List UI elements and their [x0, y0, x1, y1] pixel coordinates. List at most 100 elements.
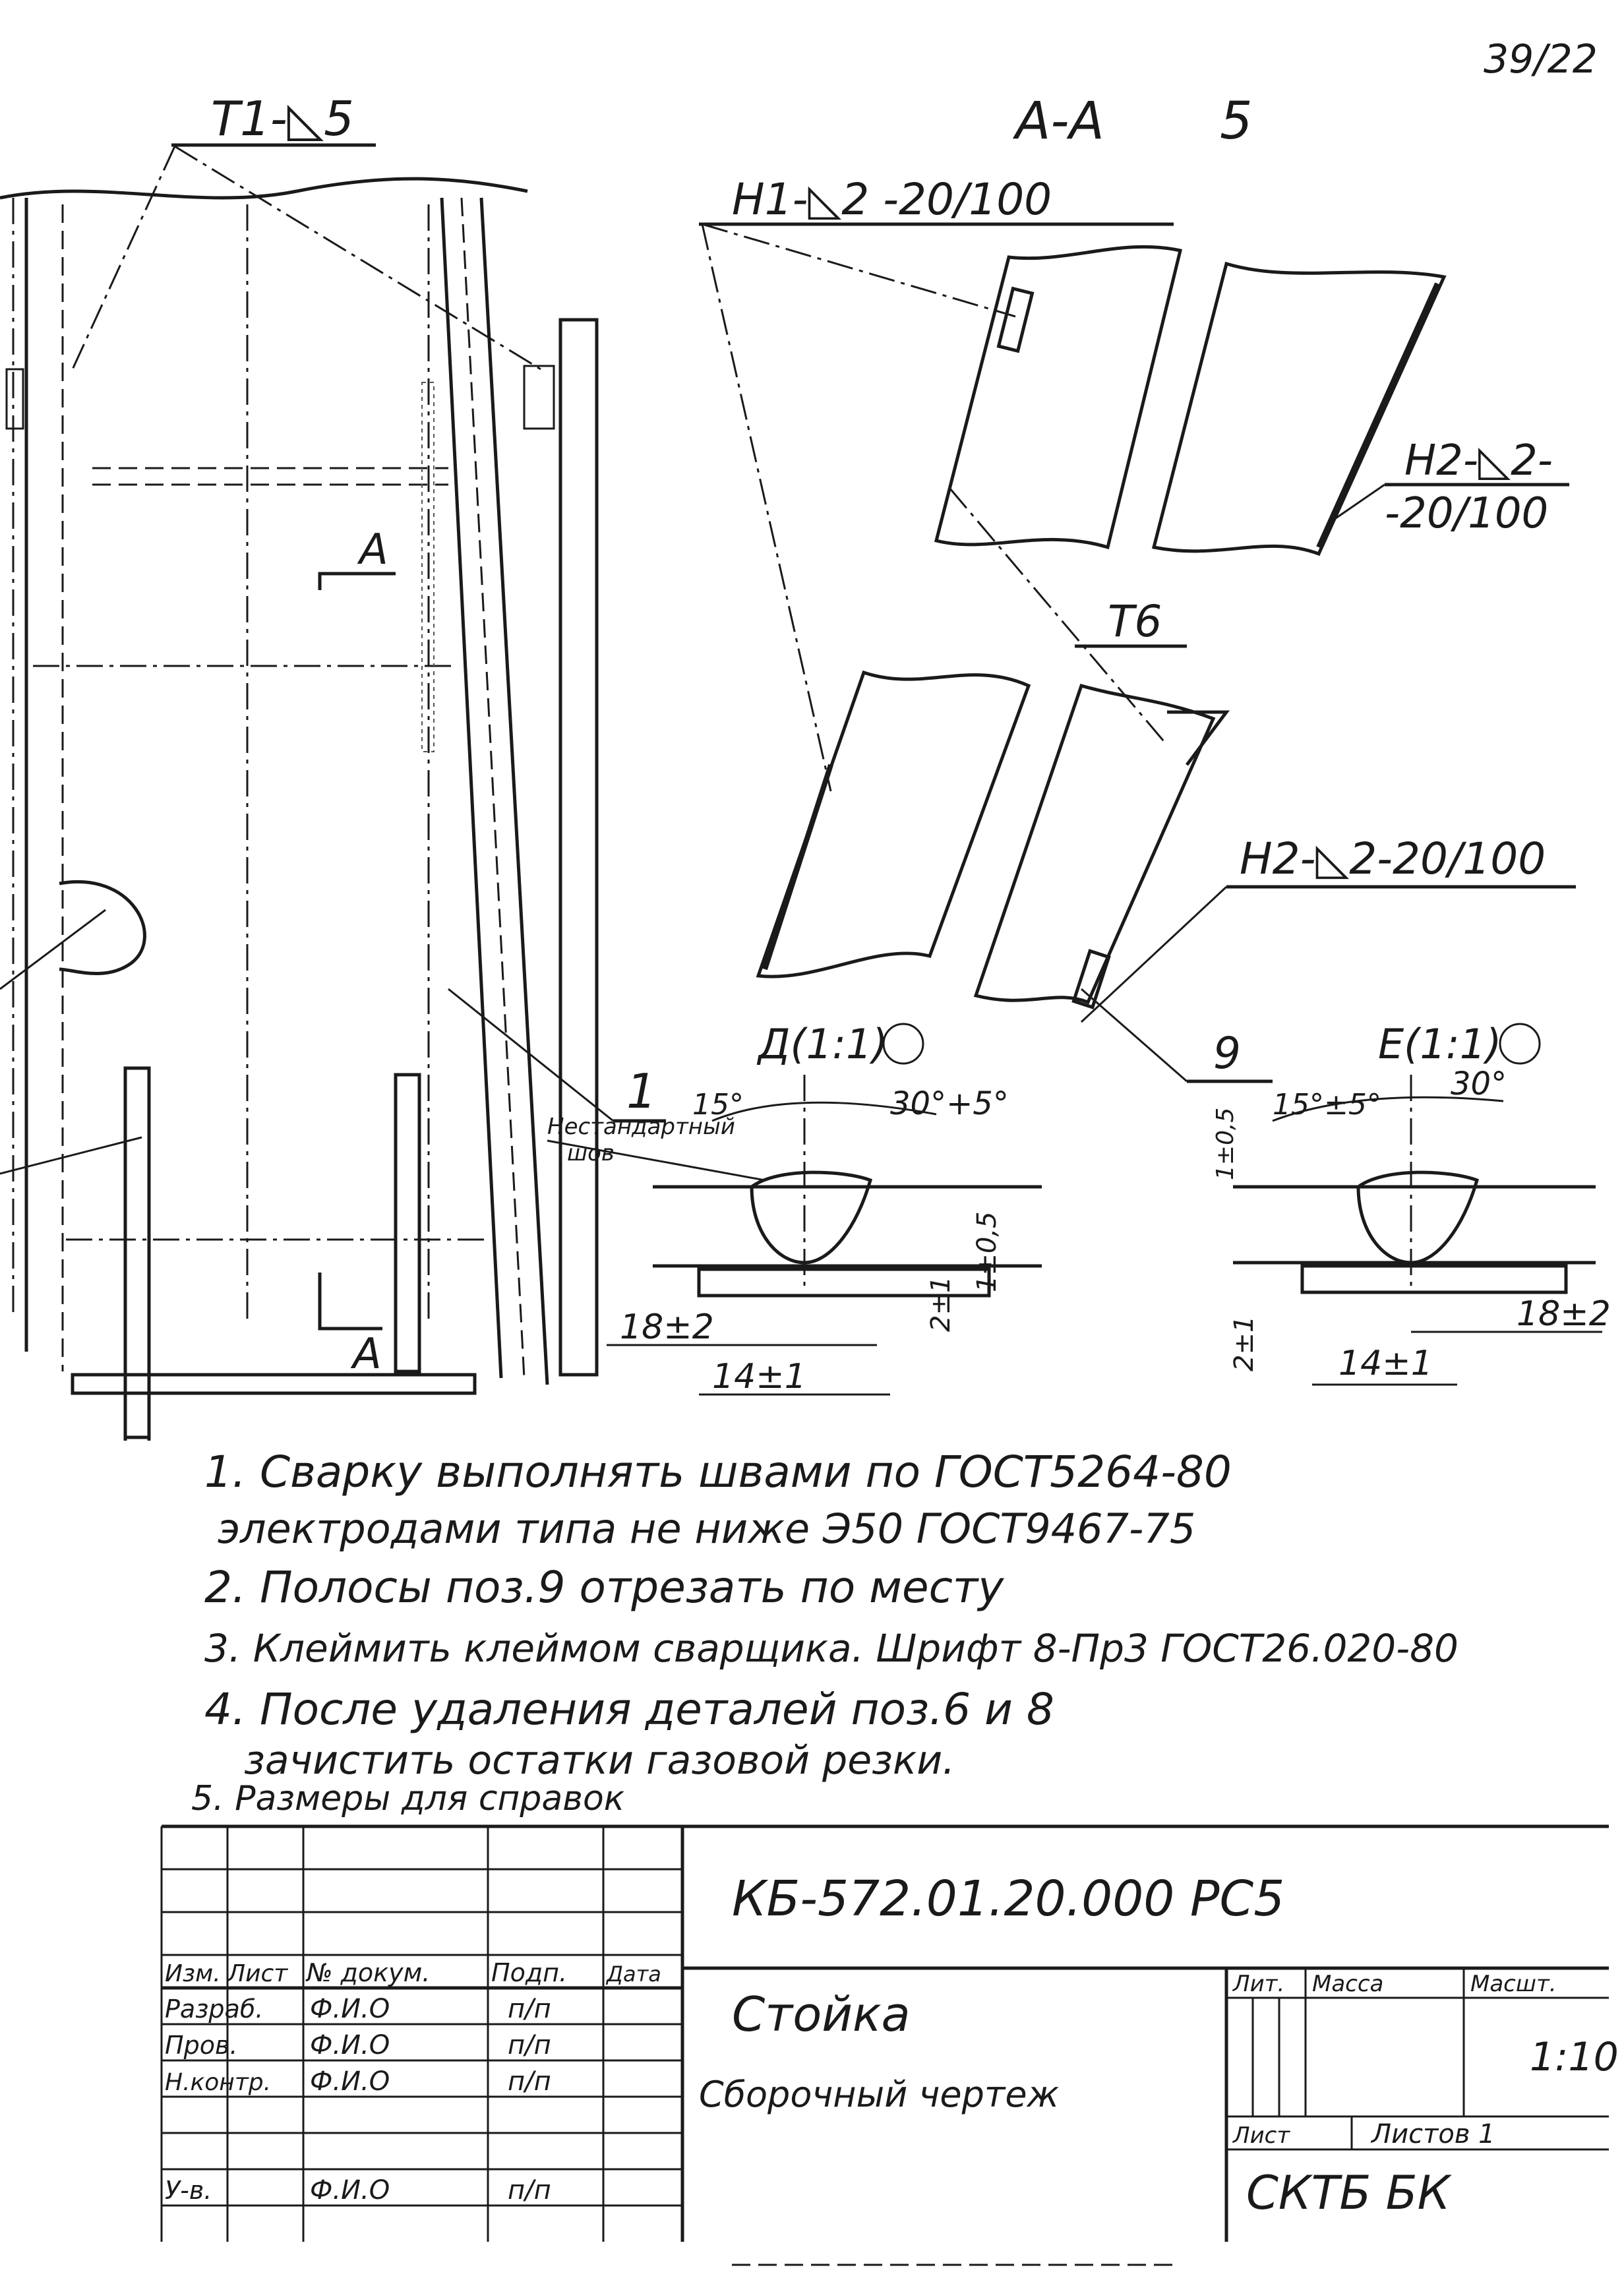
- detail-d-circle: [882, 1023, 924, 1065]
- notes: 1. Сварку выполнять швами по ГОСТ5264-80…: [191, 1447, 1459, 1818]
- main-weld-label: Т1-◺5: [211, 91, 354, 146]
- main-weld-leader-1: [71, 146, 176, 370]
- detail-e-dim-2: 2±1: [1229, 1316, 1259, 1371]
- detail-e-circle: [1499, 1023, 1541, 1065]
- detail-e-dim-gap: 1±0,5: [1212, 1108, 1239, 1180]
- tb-col-date: Дата: [605, 1962, 661, 1987]
- section-diagonal: [948, 487, 1168, 746]
- tb-row3-name: Ф.И.О: [310, 2066, 390, 2097]
- weld-symbol-lower: [1071, 949, 1111, 1009]
- main-view: Т1-◺5: [0, 91, 666, 1441]
- section-mark-top: А: [357, 525, 388, 574]
- detail-d-backing: [697, 1267, 991, 1298]
- oval-leader: [0, 909, 106, 990]
- note-2: 2. Полосы поз.9 отрезать по месту: [204, 1562, 1004, 1613]
- upper-plate-right: [1151, 261, 1447, 556]
- note-1: 1. Сварку выполнять швами по ГОСТ5264-80: [204, 1447, 1232, 1497]
- tb-head-lit: Лит.: [1232, 1971, 1284, 1997]
- tb-row4-role: У-в.: [165, 2176, 212, 2205]
- note-1-cont: электродами типа не ниже Э50 ГОСТ9467-75: [218, 1505, 1195, 1553]
- weld-h1-leader-2: [701, 224, 832, 792]
- right-edge-1: [440, 197, 503, 1379]
- strip-leader: [0, 1136, 142, 1175]
- tb-row4-sign: п/п: [508, 2175, 551, 2205]
- weld-h2-lower-leader: [1080, 885, 1228, 1023]
- tb-row2-name: Ф.И.О: [310, 2030, 390, 2060]
- position-1: 1: [626, 1064, 657, 1119]
- tb-designation: КБ-572.01.20.000 РС5: [732, 1871, 1284, 1927]
- right-clip: [523, 365, 555, 430]
- note-3: 3. Клеймить клеймом сварщика. Шрифт 8-Пр…: [204, 1626, 1459, 1671]
- tb-row4-name: Ф.И.О: [310, 2175, 390, 2205]
- tb-head-scale: Масшт.: [1470, 1971, 1557, 1997]
- weld-symbol-upper-left: [996, 286, 1035, 353]
- weld-h2-leader: [1331, 483, 1385, 522]
- detail-e-weld: [1356, 1170, 1480, 1265]
- break-line-top: [0, 177, 528, 200]
- tb-head-mass: Масса: [1312, 1971, 1383, 1997]
- detail-d-seam-note-1: Нестандартный: [547, 1114, 735, 1140]
- lower-plate-left: [756, 670, 1031, 978]
- tb-sheet-label: Лист: [1232, 2122, 1290, 2149]
- upper-plate-left: [934, 245, 1183, 550]
- tb-col-izm: Изм.: [165, 1960, 221, 1987]
- lower-plate-right: [973, 683, 1216, 1005]
- detail-e-backing: [1300, 1264, 1568, 1294]
- tb-row2-role: Пров.: [165, 2031, 237, 2060]
- detail-e-title: Е(1:1): [1378, 1020, 1501, 1068]
- weld-h2-label-1: Н2-◺2-: [1404, 436, 1553, 485]
- left-clip: [5, 368, 24, 430]
- tb-col-doc: № докум.: [305, 1958, 430, 1987]
- weld-h2-lower-label: Н2-◺2-20/100: [1240, 833, 1546, 884]
- detail-d-weld: [750, 1170, 873, 1265]
- vertical-note-strip: [421, 382, 435, 752]
- hatched-edge-upper-right: [1316, 282, 1440, 549]
- section-a-a: А-А 5 Н1-◺2 -20/100 Н2-◺2- -20/100 Т6 Н2…: [699, 92, 1576, 1083]
- tb-row3-role: Н.контр.: [165, 2069, 271, 2096]
- detail-e-angle-right: 30°: [1451, 1065, 1507, 1102]
- pos9-leader: [1081, 988, 1188, 1083]
- tb-org: СКТБ БК: [1246, 2166, 1453, 2220]
- detail-d-angle-left: 15°: [692, 1088, 744, 1122]
- note-5: 5. Размеры для справок: [191, 1779, 625, 1818]
- detail-d-dim-2: 2±1: [926, 1276, 956, 1332]
- right-edge-3: [479, 197, 549, 1385]
- weld-h1-leader-1: [702, 223, 1016, 318]
- detail-d-dim-gap: 1±0,5: [972, 1211, 1002, 1292]
- right-body-strip: [394, 1073, 421, 1373]
- detail-d-title: Д(1:1): [756, 1020, 888, 1068]
- detail-d-dim-18: 18±2: [620, 1307, 714, 1347]
- section-mark-top-line: [318, 572, 396, 590]
- oval-cutout: [59, 880, 146, 976]
- detail-d-seam-note-2: шов: [567, 1140, 615, 1166]
- tb-sheets-label: Листов 1: [1370, 2119, 1495, 2149]
- position-9: 9: [1213, 1028, 1241, 1079]
- main-weld-leader-2: [174, 145, 541, 371]
- detail-e: Е(1:1) 15°±5° 30° 1±0,5 2±1 14±1 18±2: [1212, 1020, 1611, 1386]
- detail-d-angle-right: 30°+5°: [890, 1085, 1009, 1122]
- note-4: 4. После удаления деталей поз.6 и 8: [204, 1684, 1054, 1735]
- tb-row1-sign: п/п: [508, 1994, 551, 2024]
- tb-col-list: Лист: [226, 1960, 288, 1987]
- weld-t6-label: Т6: [1108, 596, 1162, 647]
- tb-row1-role: Разраб.: [165, 1995, 263, 2024]
- right-strip: [558, 318, 599, 1377]
- title-block: Изм. Лист № докум. Подп. Дата Разраб. Ф.…: [160, 1824, 1619, 2266]
- tb-scale: 1:10: [1530, 2034, 1619, 2080]
- lower-chamfer: [1167, 710, 1230, 766]
- detail-e-dim-18: 18±2: [1517, 1294, 1611, 1334]
- hatched-edge-lower-left: [762, 764, 833, 971]
- detail-d-angle-arc: [711, 1101, 937, 1122]
- section-mark-bottom-line: [318, 1273, 382, 1331]
- tb-row2-sign: п/п: [508, 2030, 551, 2060]
- detail-d: Д(1:1) 15° 30°+5° Нестандартный шов 18±2…: [547, 1020, 1042, 1396]
- left-body-strip: [123, 1066, 151, 1439]
- note-4-cont: зачистить остатки газовой резки.: [244, 1737, 955, 1784]
- detail-d-seam-leader: [547, 1139, 766, 1182]
- tb-part-name: Стойка: [732, 1987, 911, 2042]
- bottom-plate: [71, 1373, 477, 1395]
- pos1-leader: [448, 988, 614, 1122]
- tb-doc-type: Сборочный чертеж: [699, 2074, 1060, 2115]
- detail-d-dim-14: 14±1: [712, 1357, 806, 1396]
